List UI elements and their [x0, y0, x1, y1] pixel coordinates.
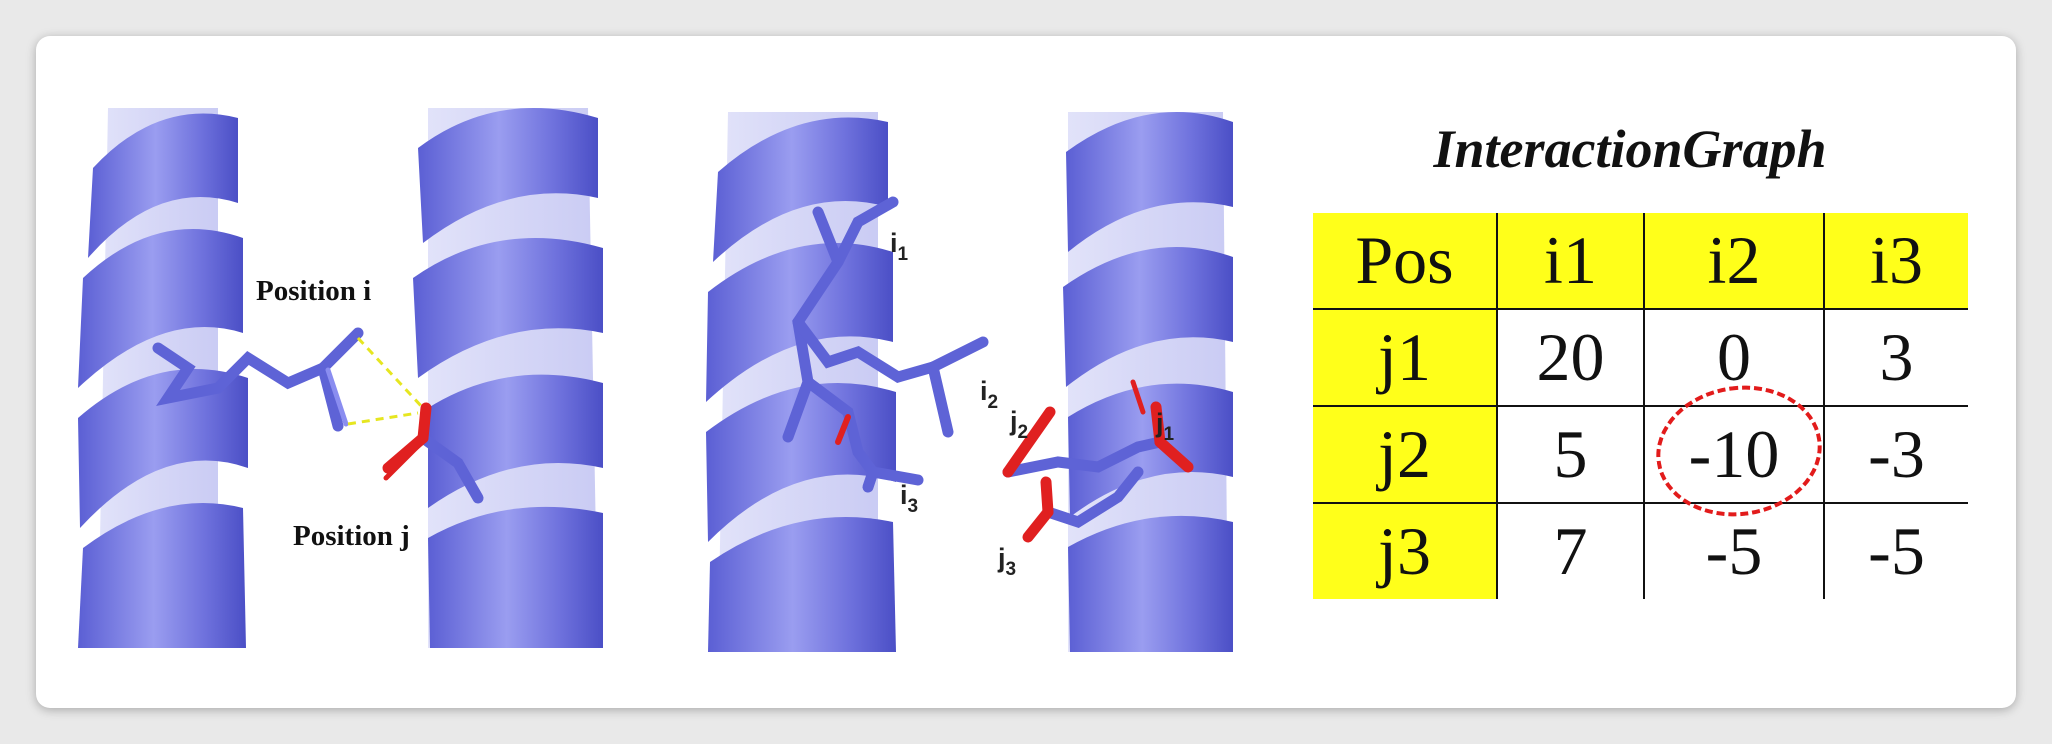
table-cell: 0: [1643, 308, 1824, 406]
table-cell: 5: [1496, 405, 1644, 503]
row-label-j1: j1: [1313, 308, 1497, 406]
helix-left: [78, 108, 248, 648]
position-i-label: Position i: [256, 275, 371, 307]
label-j1: j1: [1155, 408, 1175, 445]
helix-left: [706, 112, 896, 652]
interaction-graph-table: Pos i1 i2 i3 j1 20 0 3 j2 5 -10 -3 j3 7 …: [1313, 213, 1968, 599]
header-cell-i2: i2: [1643, 213, 1824, 309]
residue-i-rotamers: [782, 196, 989, 493]
row-label-j3: j3: [1313, 502, 1497, 599]
label-i3: i3: [900, 480, 918, 517]
row-label-j2: j2: [1313, 405, 1497, 503]
label-i2: i2: [980, 376, 998, 413]
table-cell-highlighted: -10: [1643, 405, 1824, 503]
residue-j-sticks: [382, 402, 484, 504]
table-row: j1 20 0 3: [1313, 308, 1968, 406]
helix-right: [413, 108, 603, 648]
table-row: j3 7 -5 -5: [1313, 502, 1968, 599]
left-structure-panel: Position i Position j: [78, 108, 603, 648]
label-j2: j2: [1009, 406, 1028, 443]
middle-structure-panel: i1 i2 i3 j1 j2 j3: [706, 112, 1233, 652]
header-cell-pos: Pos: [1313, 213, 1497, 309]
interaction-graph-title: InteractionGraph: [1433, 119, 1827, 179]
table-cell: 3: [1823, 308, 1968, 406]
header-cell-i1: i1: [1496, 213, 1644, 309]
table-cell: 20: [1496, 308, 1644, 406]
table-row: j2 5 -10 -3: [1313, 405, 1968, 503]
hbond-lines: [347, 336, 425, 426]
table-header-row: Pos i1 i2 i3: [1313, 213, 1968, 309]
table-cell: -3: [1823, 405, 1968, 503]
label-i1: i1: [890, 228, 909, 265]
helix-right: [1063, 112, 1233, 652]
residue-j-rotamers: [835, 379, 1194, 543]
residue-i-sticks: [152, 327, 364, 432]
header-cell-i3: i3: [1823, 213, 1968, 309]
table-cell: 7: [1496, 502, 1644, 599]
label-j3: j3: [997, 543, 1016, 580]
position-j-label: Position j: [293, 520, 410, 552]
table-cell: -5: [1643, 502, 1824, 599]
table-cell: -5: [1823, 502, 1968, 599]
